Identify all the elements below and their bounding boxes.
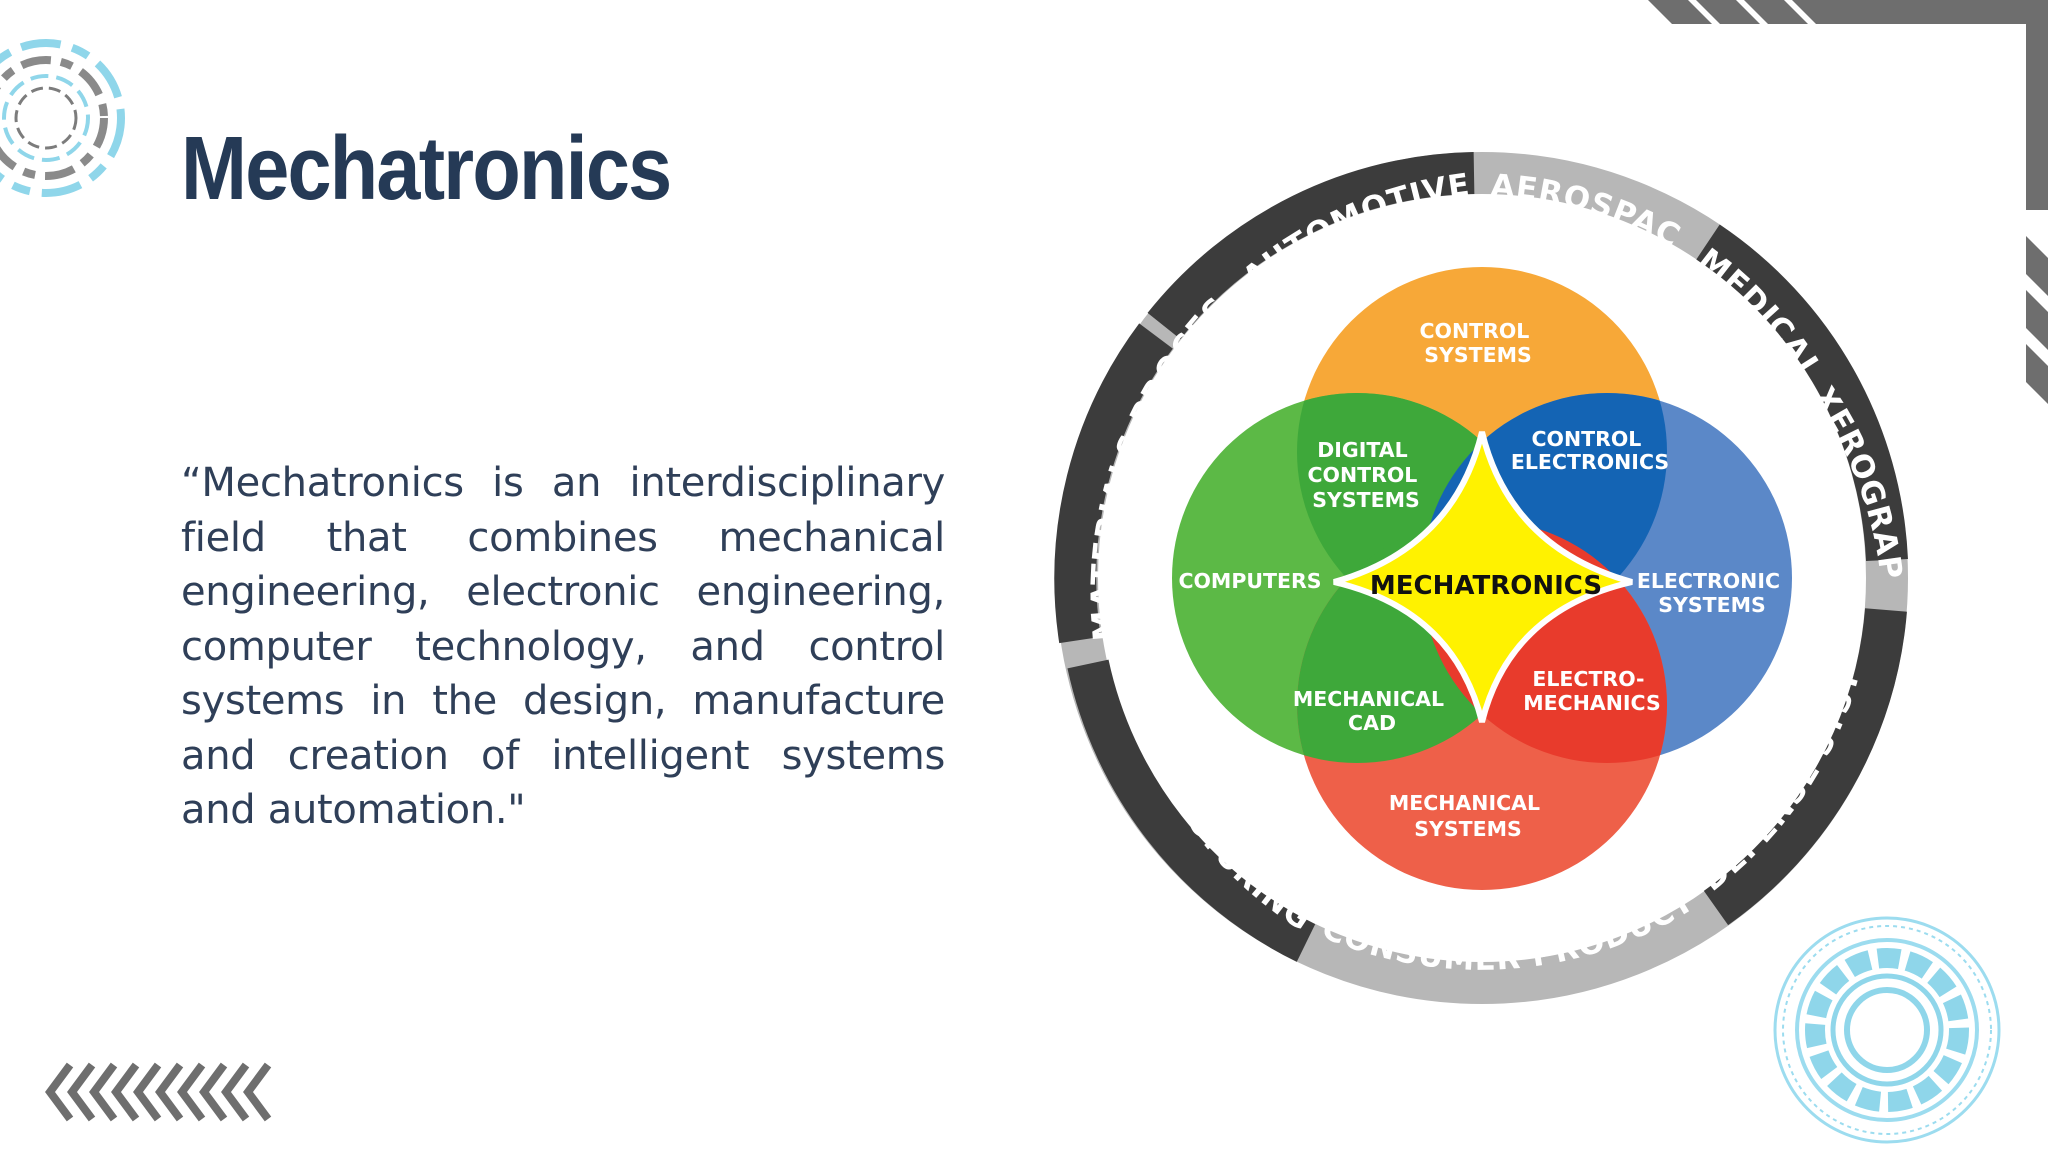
center-label: MECHATRONICS xyxy=(1370,571,1602,601)
label-electro-mechanics: ELECTRO- MECHANICS xyxy=(1523,667,1660,715)
mechatronics-center-star xyxy=(1322,431,1633,723)
corner-stripes-decor xyxy=(1648,0,2048,404)
mechatronics-definition-quote: “Mechatronics is an interdisciplinary fi… xyxy=(181,460,945,833)
label-mechanical-systems: MECHANICAL SYSTEMS xyxy=(1389,791,1547,841)
label-control-electronics: CONTROL ELECTRONICS xyxy=(1511,427,1669,474)
chevrons-decor xyxy=(45,1062,272,1122)
label-mechanical-cad: MECHANICAL CAD xyxy=(1293,687,1451,735)
label-electronic-systems: ELECTRONIC SYSTEMS xyxy=(1637,569,1787,617)
concentric-circles-decor xyxy=(0,39,125,197)
label-control-systems: CONTROL SYSTEMS xyxy=(1419,319,1536,367)
mechatronics-diagram: AUTOMOTIVE AEROSPACE MEDICAL XEROGRAPHY … xyxy=(0,0,1908,1004)
page-title: Mechatronics xyxy=(181,119,672,219)
gear-circle-decor xyxy=(1773,916,2001,1144)
industry-ring xyxy=(1054,152,1908,1004)
label-computers: COMPUTERS xyxy=(1178,569,1321,593)
ring-label-materials-processing: MATERIALS PROCESSING xyxy=(0,0,1235,642)
label-digital-control-systems: DIGITAL CONTROL SYSTEMS xyxy=(1307,438,1424,512)
